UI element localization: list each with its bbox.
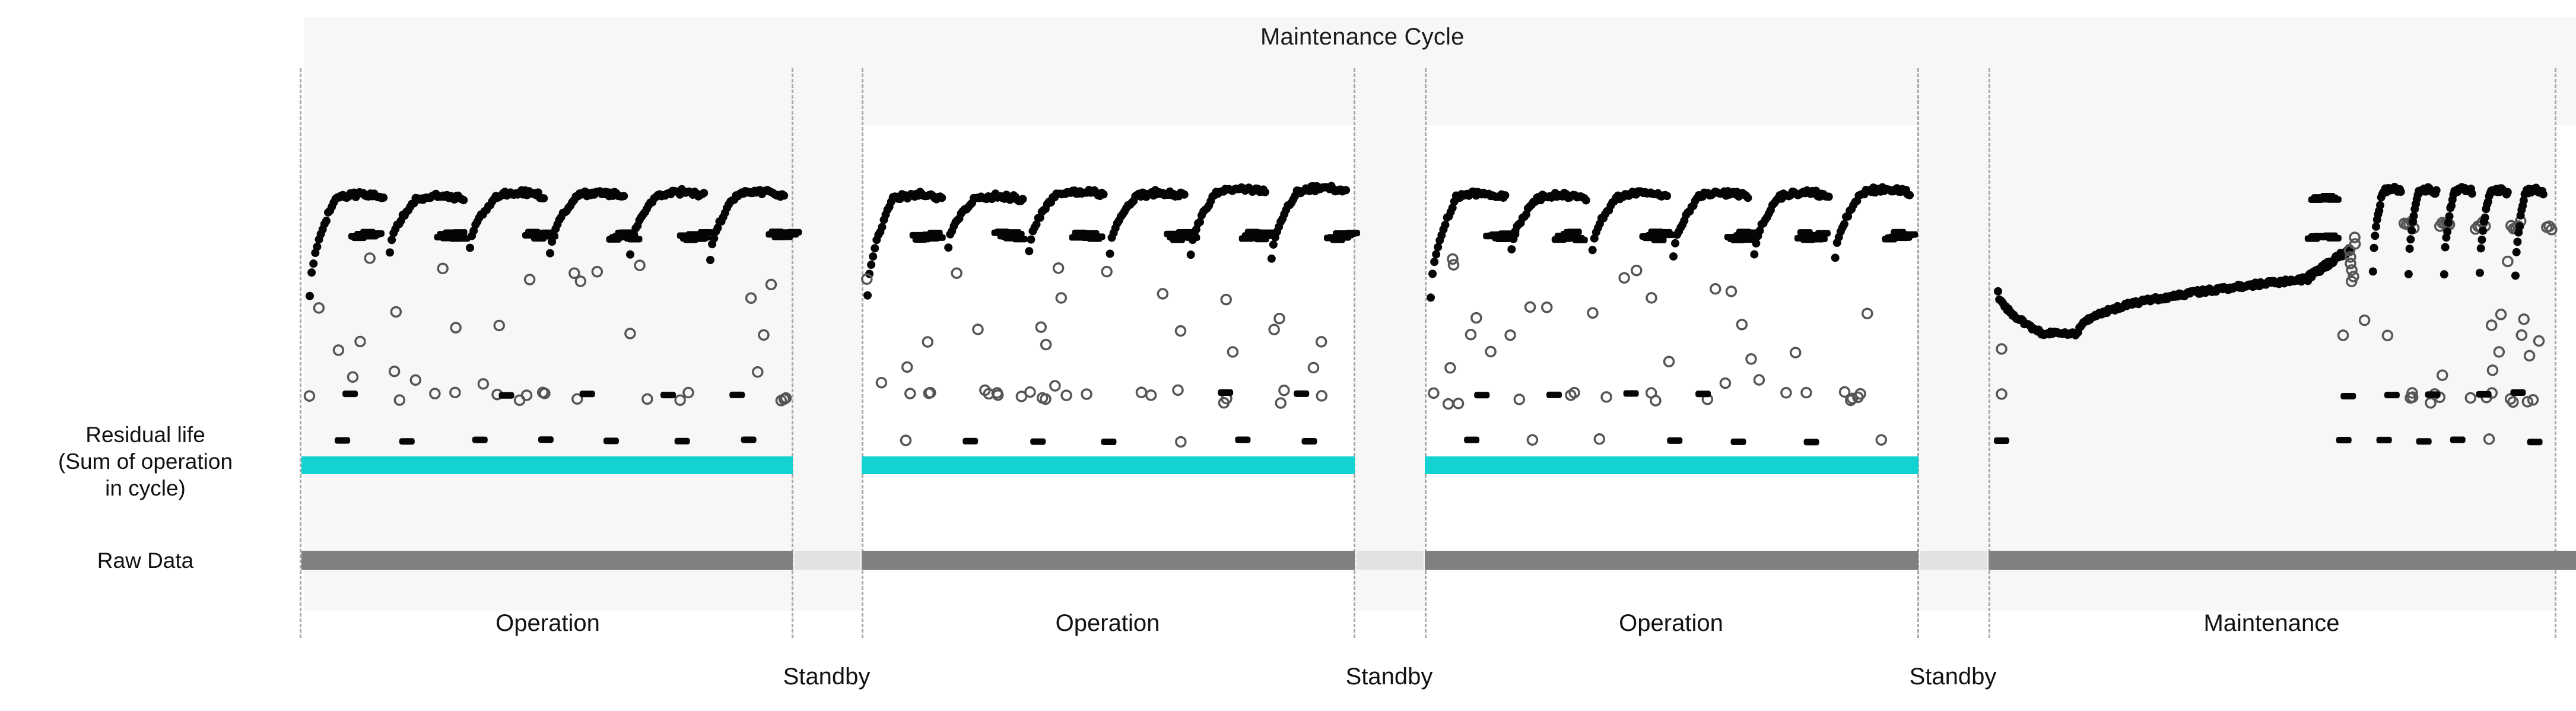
band-operation-2 xyxy=(862,125,1354,611)
divider-op3-end xyxy=(1917,68,1919,638)
x-label-operation-2: Operation xyxy=(1055,610,1160,636)
divider-op2-end xyxy=(1354,68,1355,638)
band-standby-1 xyxy=(792,125,862,611)
chart-title: Maintenance Cycle xyxy=(1260,24,1465,50)
residual-life-bar-op1 xyxy=(301,456,793,474)
divider-sb1-end xyxy=(862,68,863,638)
divider-left-edge xyxy=(300,68,301,638)
divider-op1-end xyxy=(792,68,793,638)
x-label-standby-2: Standby xyxy=(1345,664,1433,690)
band-operation-3 xyxy=(1425,125,1917,611)
band-standby-3 xyxy=(1917,125,1989,611)
band-maintenance xyxy=(1989,125,2555,611)
x-label-standby-1: Standby xyxy=(783,664,871,690)
divider-sb2-end xyxy=(1425,68,1427,638)
x-label-maintenance: Maintenance xyxy=(2203,610,2340,636)
divider-right-edge xyxy=(2555,68,2556,638)
residual-life-bar-op3 xyxy=(1425,456,1918,474)
x-label-operation-3: Operation xyxy=(1619,610,1723,636)
raw-data-bar-op1 xyxy=(301,551,793,570)
title-band-background xyxy=(304,17,2576,125)
raw-data-bar-op2 xyxy=(862,551,1355,570)
raw-data-bar-sb3 xyxy=(1920,551,1987,570)
raw-data-bar-sb1 xyxy=(795,551,860,570)
x-label-operation-1: Operation xyxy=(495,610,600,636)
band-standby-2 xyxy=(1354,125,1425,611)
y-label-residual-life: Residual life (Sum of operation in cycle… xyxy=(58,423,233,501)
divider-sb3-end xyxy=(1989,68,1990,638)
y-label-raw-data: Raw Data xyxy=(97,548,194,573)
x-label-standby-3: Standby xyxy=(1909,664,1997,690)
raw-data-bar-op3 xyxy=(1425,551,1918,570)
residual-life-bar-op2 xyxy=(862,456,1355,474)
raw-data-bar-mnt xyxy=(1989,551,2576,570)
raw-data-bar-sb2 xyxy=(1357,551,1424,570)
band-operation-1 xyxy=(304,125,792,611)
